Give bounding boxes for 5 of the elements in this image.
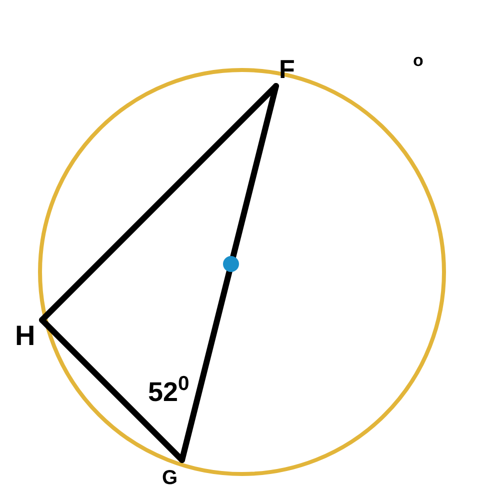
triangle-side [179, 83, 279, 463]
angle-label: 52$^{0}$ [148, 374, 190, 406]
vertex-label: H [15, 322, 36, 350]
vertex-label: G [162, 468, 178, 488]
degree-sign: o [413, 52, 424, 69]
